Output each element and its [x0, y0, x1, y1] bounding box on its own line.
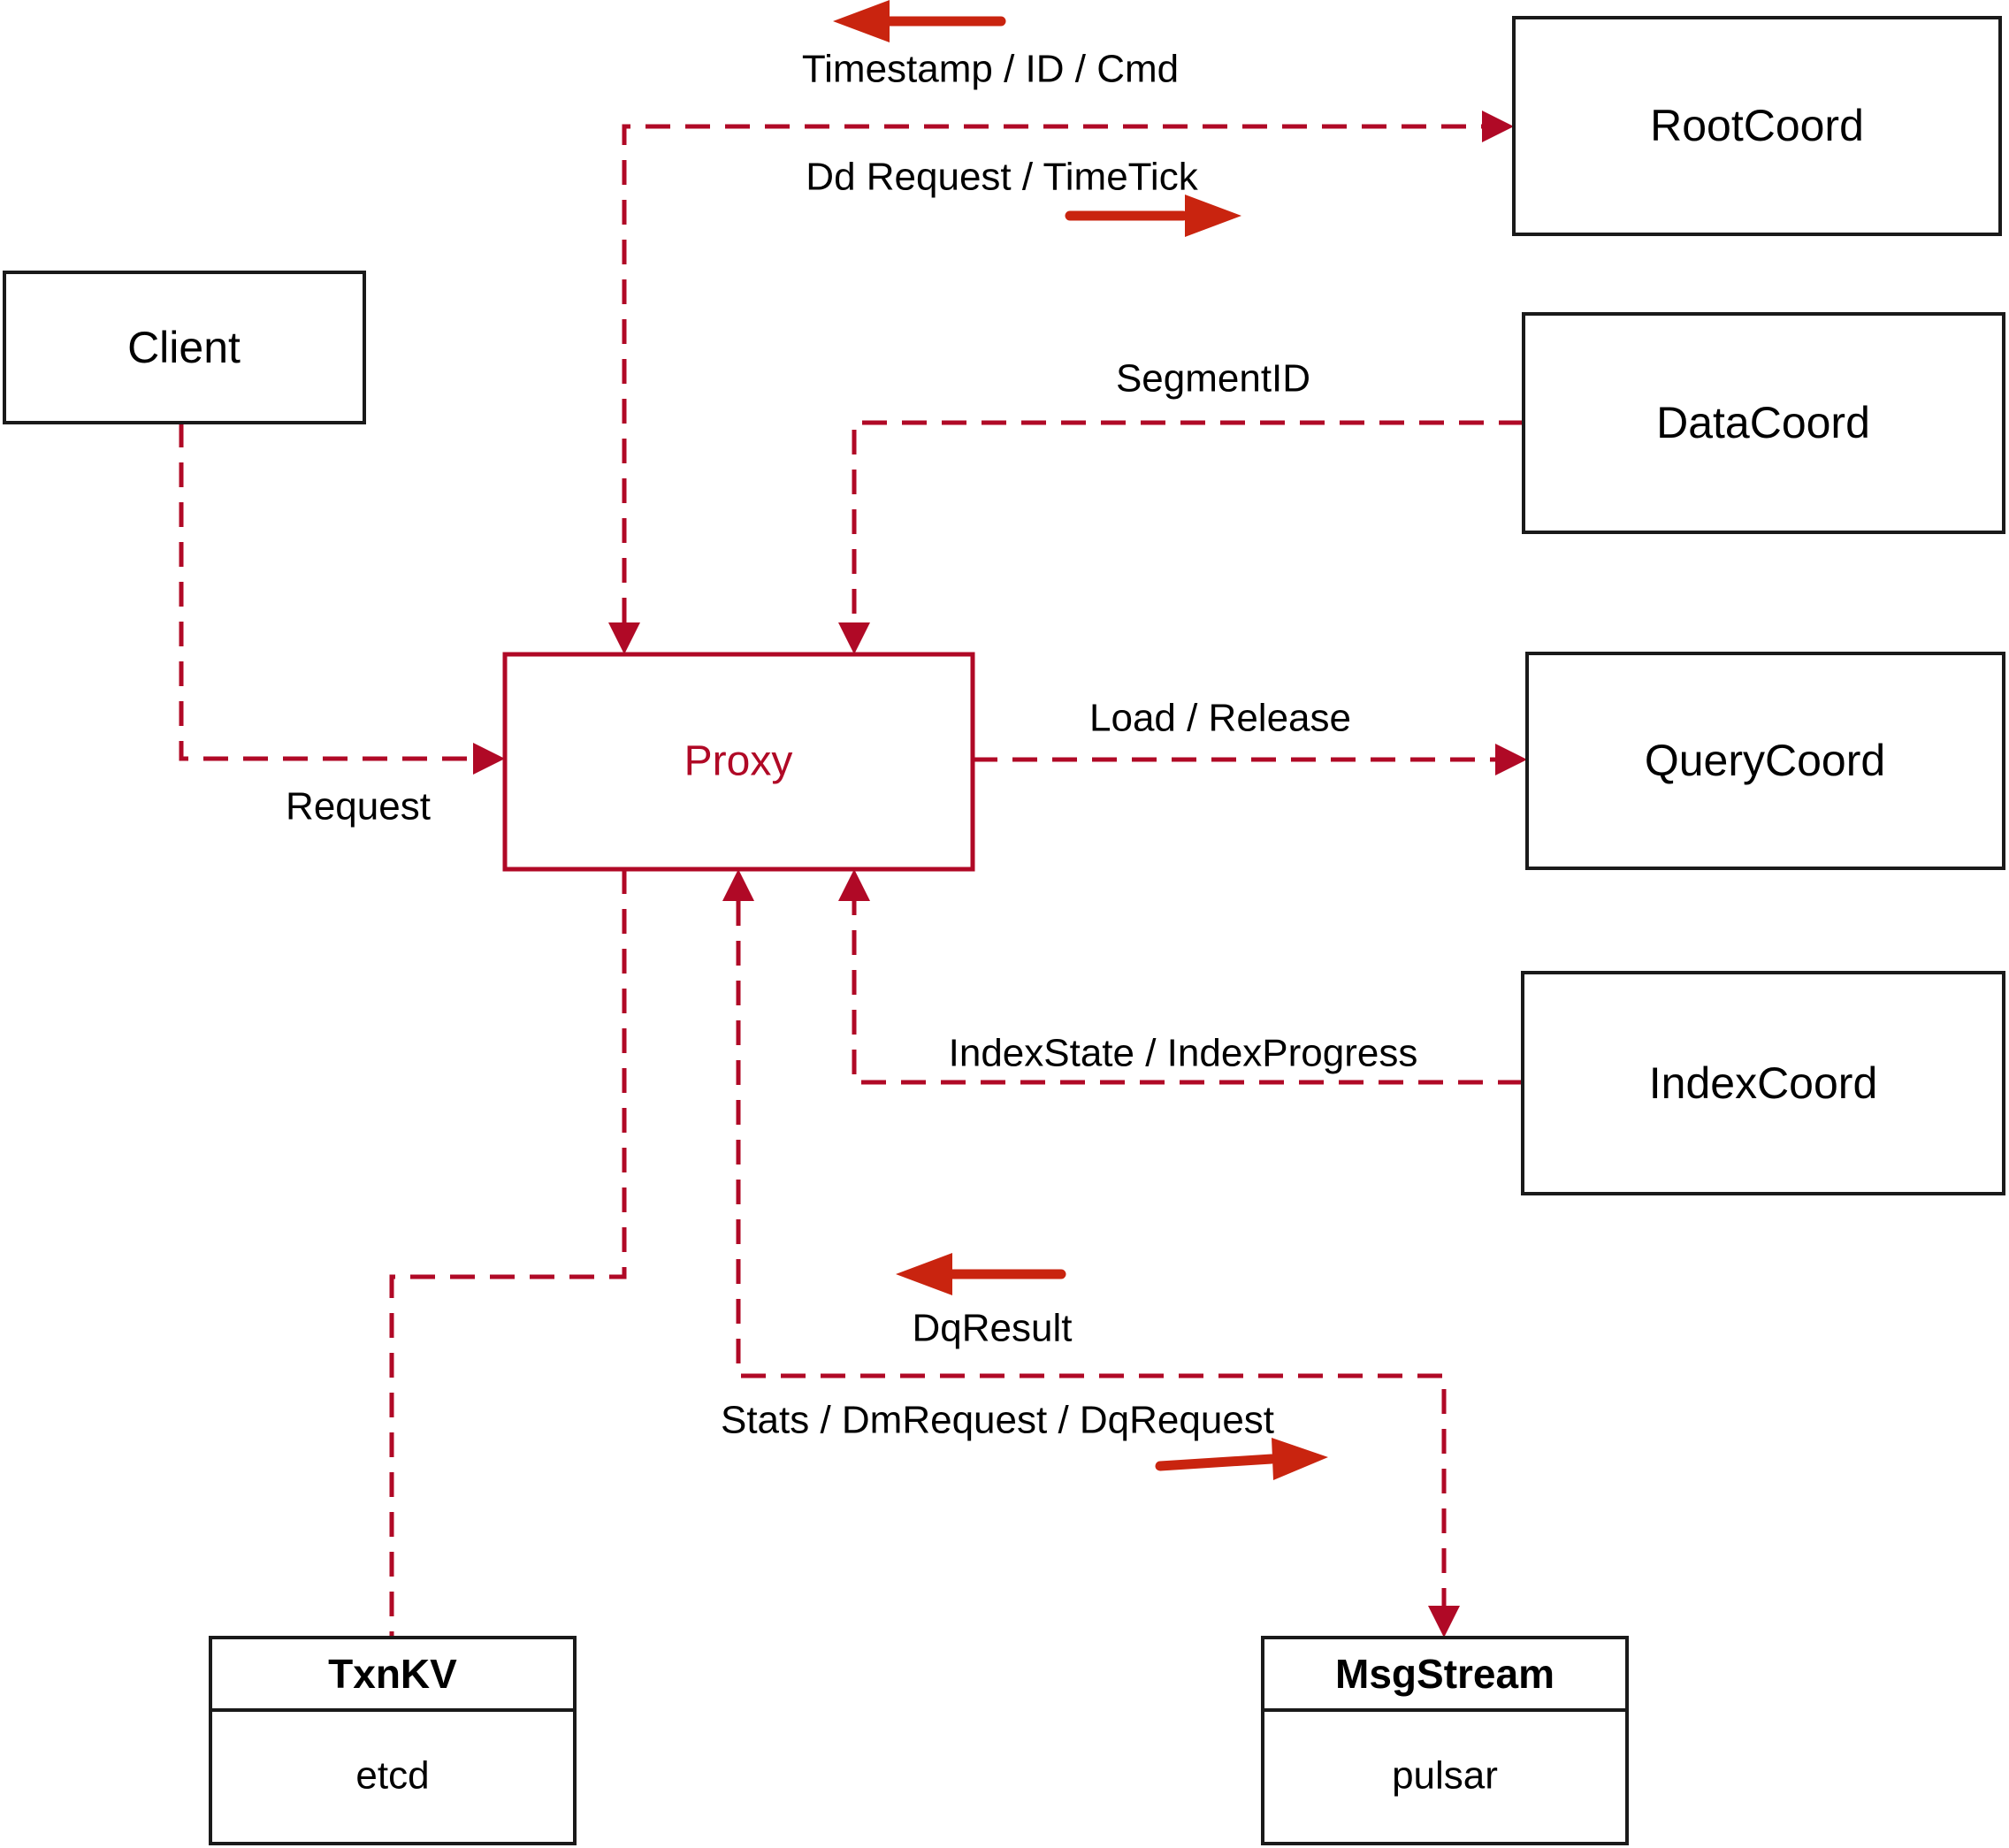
arrowhead-into-msgstream — [1428, 1606, 1460, 1638]
arrowhead-into-proxy-top-left — [608, 622, 640, 654]
direction-arrow-right-ddrequest — [1065, 195, 1241, 237]
node-proxy — [502, 652, 975, 872]
arrowhead-into-proxy-bottom-left — [722, 869, 754, 901]
node-txnkv-title: TxnKV — [328, 1651, 457, 1697]
arrowhead-into-rootcoord — [1482, 111, 1514, 142]
node-client-label: Client — [127, 323, 241, 372]
node-querycoord-label: QueryCoord — [1645, 736, 1885, 785]
node-proxy-label: Proxy — [684, 738, 793, 785]
arrowhead-into-proxy-bottom-right — [838, 869, 870, 901]
node-indexcoord-label: IndexCoord — [1649, 1058, 1878, 1108]
edge-datacoord-to-proxy — [852, 420, 1524, 622]
edge-label-stats-dm-dq: Stats / DmRequest / DqRequest — [721, 1399, 1274, 1442]
node-client — [3, 271, 366, 424]
arrowhead-into-proxy-top-right — [838, 622, 870, 654]
node-txnkv-impl: etcd — [355, 1754, 429, 1798]
node-datacoord — [1522, 312, 2005, 534]
edge-indexcoord-to-proxy — [852, 901, 1523, 1085]
edge-client-to-proxy — [179, 423, 473, 761]
edge-label-dd-request-timetick: Dd Request / TimeTick — [806, 156, 1198, 199]
edge-proxy-msgstream — [736, 901, 1447, 1606]
edge-label-timestamp-id-cmd: Timestamp / ID / Cmd — [802, 48, 1179, 91]
node-datacoord-label: DataCoord — [1656, 398, 1870, 447]
node-rootcoord-label: RootCoord — [1650, 101, 1864, 150]
direction-arrow-right-stats — [1155, 1438, 1328, 1480]
node-querycoord — [1525, 652, 2005, 870]
node-msgstream-impl: pulsar — [1392, 1754, 1498, 1798]
edge-label-index-state: IndexState / IndexProgress — [949, 1032, 1418, 1075]
edge-proxy-rootcoord — [622, 124, 1482, 622]
direction-arrow-left-dqresult — [896, 1253, 1066, 1295]
node-rootcoord — [1512, 16, 2002, 236]
arrowhead-into-querycoord — [1495, 744, 1527, 775]
edge-label-load-release: Load / Release — [1089, 697, 1351, 740]
edge-proxy-to-txnkv — [389, 869, 627, 1638]
node-msgstream-title: MsgStream — [1335, 1651, 1554, 1697]
direction-arrow-left-timestamp — [833, 0, 1006, 42]
edge-label-request: Request — [286, 785, 431, 829]
node-msgstream: MsgStream pulsar — [1261, 1636, 1629, 1845]
node-indexcoord — [1521, 971, 2005, 1195]
edge-label-dq-result: DqResult — [913, 1307, 1073, 1350]
node-txnkv: TxnKV etcd — [209, 1636, 577, 1845]
edge-label-segment-id: SegmentID — [1116, 357, 1310, 401]
arrowhead-into-proxy-left — [473, 743, 505, 775]
